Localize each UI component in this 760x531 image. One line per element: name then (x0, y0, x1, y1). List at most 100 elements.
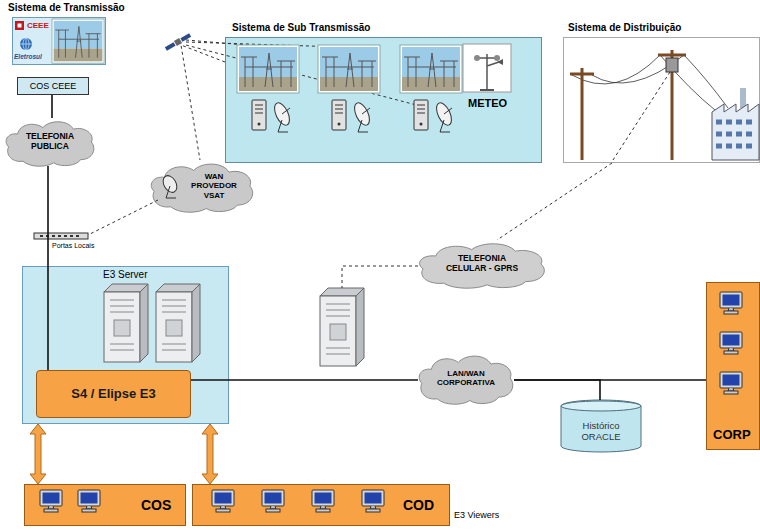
double-arrow (30, 424, 46, 484)
cylinder-outline (561, 401, 641, 411)
text-holder: COS (141, 497, 171, 513)
text-holder: Eletrosul (14, 53, 42, 60)
network-cloud: TELEFONIA PUBLICA (5, 118, 95, 166)
connector-line (514, 380, 600, 400)
switch-icon (40, 235, 79, 237)
cloud-outline (420, 244, 545, 288)
database-cylinder: Histórico ORACLE (560, 400, 642, 452)
remote-unit-icon (414, 100, 455, 132)
satellite-link (186, 40, 428, 108)
logo-emblem (18, 24, 22, 28)
network-link (191, 380, 418, 381)
server-icon (320, 288, 364, 366)
connector-line (51, 95, 53, 118)
text-holder: METEO (468, 97, 507, 110)
computer-icon (78, 490, 100, 512)
logo-text: CEEE (27, 21, 49, 30)
network-link (514, 380, 600, 400)
control-center-box: COS CEEE (17, 77, 89, 95)
connector-line (497, 163, 612, 240)
vsat-link (88, 200, 158, 235)
text-holder: CORP (713, 428, 751, 443)
text-holder: E3 Server (103, 269, 147, 281)
weather-station-icon (477, 54, 499, 90)
remote-unit-icon (252, 100, 293, 132)
weather-station-icon (497, 59, 503, 65)
cloud-outline (6, 122, 94, 166)
scada-box: S4 / Elipse E3 (36, 370, 191, 418)
connector-line (181, 45, 225, 160)
cloud-outline (419, 356, 513, 404)
group-caption: E3 Viewers (454, 510, 499, 520)
cloud-label: LAN/WAN CORPORATIVA (432, 369, 500, 387)
satellite-icon (174, 38, 182, 46)
distribution-illustration (570, 50, 759, 160)
cloud-label: TELEFONIA PUBLICA (19, 132, 81, 152)
weather-station-icon (463, 44, 511, 92)
box-label: S4 / Elipse E3 (71, 387, 156, 402)
text-holder: Sistema de Sub Transmissão (232, 22, 370, 34)
weather-station-icon (480, 89, 494, 91)
station-label: METEO (468, 97, 507, 110)
distribution-illustration (716, 122, 752, 146)
wireless-link (181, 45, 225, 160)
vsat-dish-icon (160, 173, 179, 195)
wireless-link (497, 163, 612, 240)
cloud-label: WAN PROVEDOR VSAT (184, 172, 244, 200)
switch-icon (34, 233, 88, 239)
server-label: E3 Server (103, 269, 147, 281)
cylinder-outline (561, 400, 641, 452)
vsat-dish-icon (166, 186, 176, 198)
section-heading: Sistema de Distribuição (568, 22, 681, 34)
computer-icon (720, 292, 742, 314)
double-arrow (30, 424, 46, 484)
logo-emblem (15, 21, 24, 30)
substation-photo (400, 45, 462, 93)
section-heading: Sistema de Transmissão (8, 2, 125, 14)
substation-photo (52, 19, 104, 63)
text-holder: CEEE (27, 21, 49, 30)
computer-icon (362, 490, 384, 512)
switch-icon (34, 233, 88, 239)
connector-line (191, 379, 418, 381)
server-icon (104, 284, 148, 362)
distribution-illustration (572, 55, 728, 110)
server-icon (156, 284, 200, 362)
logo-globe (20, 38, 32, 50)
satellite-icon (180, 33, 191, 41)
weather-station-icon (494, 55, 500, 61)
logo-text: Eletrosul (14, 53, 42, 60)
double-arrow (202, 424, 218, 484)
weather-station-icon (463, 44, 511, 92)
substation-photo (237, 45, 299, 93)
network-link (48, 166, 49, 370)
double-arrow (202, 424, 218, 484)
satellite-icon (165, 42, 176, 50)
computer-icon (40, 490, 62, 512)
port-label: Portas Locais (52, 242, 94, 250)
computer-icon (212, 490, 234, 512)
substation-photo (318, 45, 380, 93)
computer-icon (720, 332, 742, 354)
network-link (52, 95, 53, 118)
distribution-illustration (740, 88, 746, 108)
connector-line (47, 166, 49, 370)
remote-unit-icon (332, 100, 373, 132)
vsat-dish-icon (160, 173, 179, 198)
logo-globe (20, 38, 32, 50)
distribution-illustration (613, 72, 670, 160)
group-label: COS (141, 497, 171, 513)
cloud-label: TELEFONIA CELULAR - GPRS (440, 254, 524, 274)
cloud-outline (151, 164, 252, 212)
group-label: COD (403, 497, 434, 513)
logo-emblem (15, 21, 24, 30)
computer-icon (262, 490, 284, 512)
group-label: CORP (713, 428, 751, 443)
database-label: Histórico ORACLE (569, 421, 633, 443)
text-holder: COD (403, 497, 434, 513)
distribution-illustration (712, 104, 759, 160)
gprs-link (342, 266, 418, 288)
distribution-illustration (666, 58, 678, 72)
